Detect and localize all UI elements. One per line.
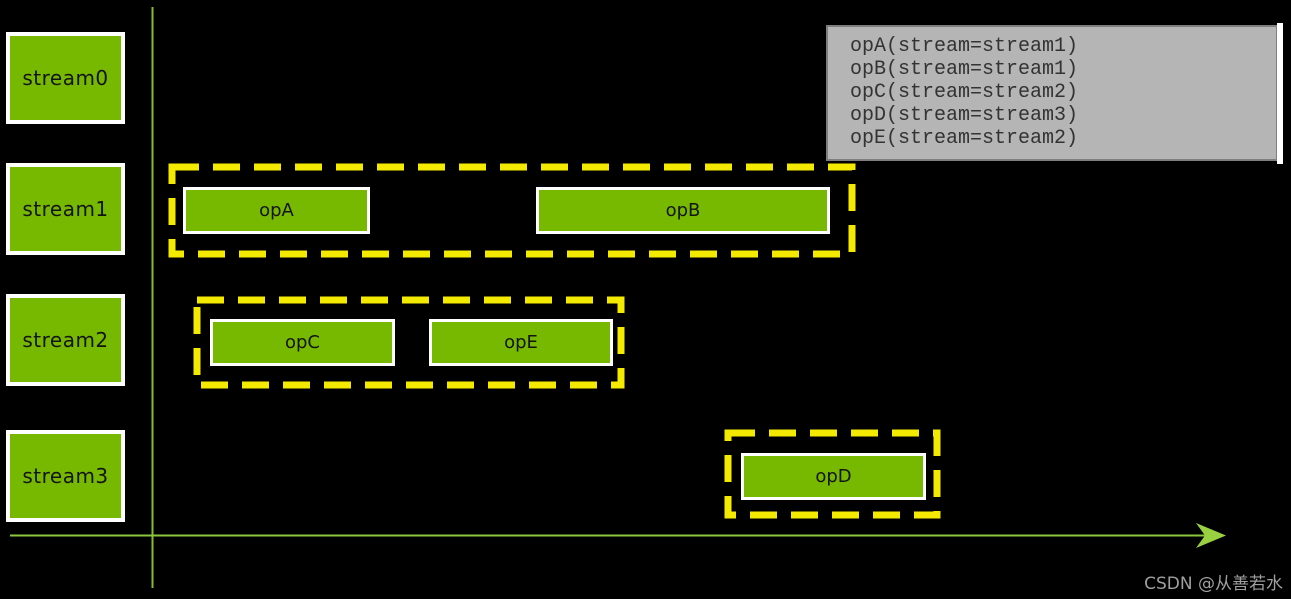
code-line: opB(stream=stream1) bbox=[850, 58, 1079, 81]
stream3-label: stream3 bbox=[22, 464, 109, 488]
code-line: opE(stream=stream2) bbox=[850, 127, 1079, 150]
stream2-label: stream2 bbox=[22, 328, 109, 352]
opC-label: opC bbox=[284, 332, 320, 353]
code-line: opD(stream=stream3) bbox=[850, 104, 1079, 127]
stream0-label-box: stream0 bbox=[6, 32, 125, 124]
op-box-opE: opE bbox=[429, 319, 613, 366]
stream3-label-box: stream3 bbox=[6, 430, 125, 522]
op-box-opB: opB bbox=[536, 187, 830, 234]
opA-label: opA bbox=[259, 200, 294, 221]
stream1-label-box: stream1 bbox=[6, 163, 125, 255]
stream2-group-outline bbox=[193, 296, 625, 389]
code-snippet-box: opA(stream=stream1) opB(stream=stream1) … bbox=[826, 25, 1278, 161]
op-box-opA: opA bbox=[183, 187, 370, 234]
opB-label: opB bbox=[665, 200, 701, 221]
code-line: opA(stream=stream1) bbox=[850, 35, 1079, 58]
stream3-group-outline bbox=[724, 429, 941, 519]
op-box-opD: opD bbox=[741, 453, 926, 500]
stream1-group-outline bbox=[168, 163, 856, 258]
stream1-label: stream1 bbox=[22, 197, 109, 221]
op-box-opC: opC bbox=[210, 319, 395, 366]
code-line: opC(stream=stream2) bbox=[850, 81, 1079, 104]
code-box-right-edge bbox=[1277, 23, 1283, 164]
watermark-text: CSDN @从善若水 bbox=[1144, 574, 1283, 594]
opD-label: opD bbox=[815, 466, 852, 487]
stream0-label: stream0 bbox=[22, 66, 109, 90]
stream2-label-box: stream2 bbox=[6, 294, 125, 386]
timeline-arrowhead-icon bbox=[1196, 523, 1226, 548]
opE-label: opE bbox=[504, 332, 538, 353]
